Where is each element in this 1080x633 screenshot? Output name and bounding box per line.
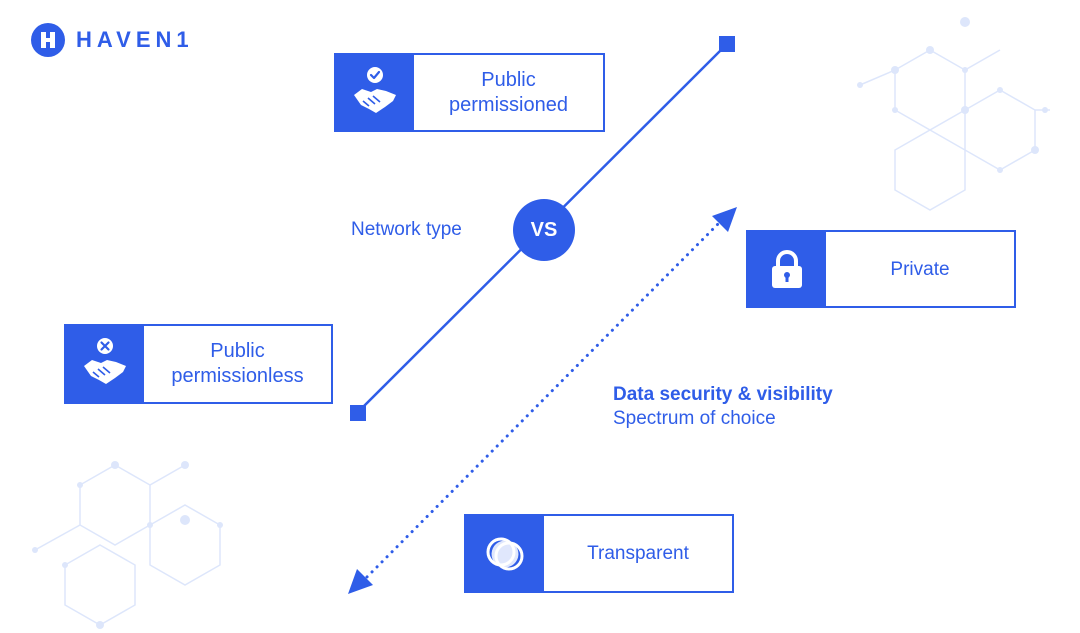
- molecule-nodes-top-right: [857, 17, 1048, 173]
- spectrum-arrowhead-top: [712, 207, 737, 232]
- data-security-caption: Data security & visibility Spectrum of c…: [613, 383, 833, 431]
- icon-box: [336, 55, 414, 130]
- spectrum-title: Data security & visibility: [613, 384, 833, 405]
- network-type-label: Network type: [351, 219, 462, 240]
- molecule-decoration-bottom-left: [34, 464, 221, 626]
- haven1-logo: HAVEN1: [30, 21, 194, 59]
- vs-badge: VS: [513, 199, 575, 261]
- haven1-logo-mark-icon: [31, 23, 65, 57]
- axis-end-square-bottom: [350, 405, 366, 421]
- card-label: Public permissionless: [171, 340, 304, 387]
- spectrum-dotted-line: [360, 218, 724, 584]
- icon-box: [66, 326, 144, 402]
- public-permissioned-card: Public permissioned: [334, 53, 605, 132]
- axis-end-square-top: [719, 36, 735, 52]
- spectrum-subtitle: Spectrum of choice: [613, 408, 776, 429]
- card-label: Transparent: [587, 543, 689, 564]
- molecule-nodes-bottom-left: [32, 461, 223, 629]
- private-card: Private: [746, 230, 1016, 308]
- spectrum-arrowhead-bottom: [348, 569, 373, 594]
- handshake-check-icon: [354, 66, 396, 113]
- overlapping-circles-icon: [486, 537, 524, 570]
- brand-name: HAVEN1: [76, 27, 194, 52]
- public-permissionless-card: Public permissionless: [64, 324, 333, 404]
- card-label: Private: [890, 258, 950, 280]
- icon-box: [748, 232, 826, 306]
- card-label: Public permissioned: [449, 68, 568, 116]
- icon-box: [466, 516, 544, 591]
- transparent-card: Transparent: [464, 514, 734, 593]
- handshake-x-icon: [84, 338, 126, 384]
- molecule-decoration-top-right: [859, 49, 1050, 211]
- lock-icon: [772, 250, 802, 288]
